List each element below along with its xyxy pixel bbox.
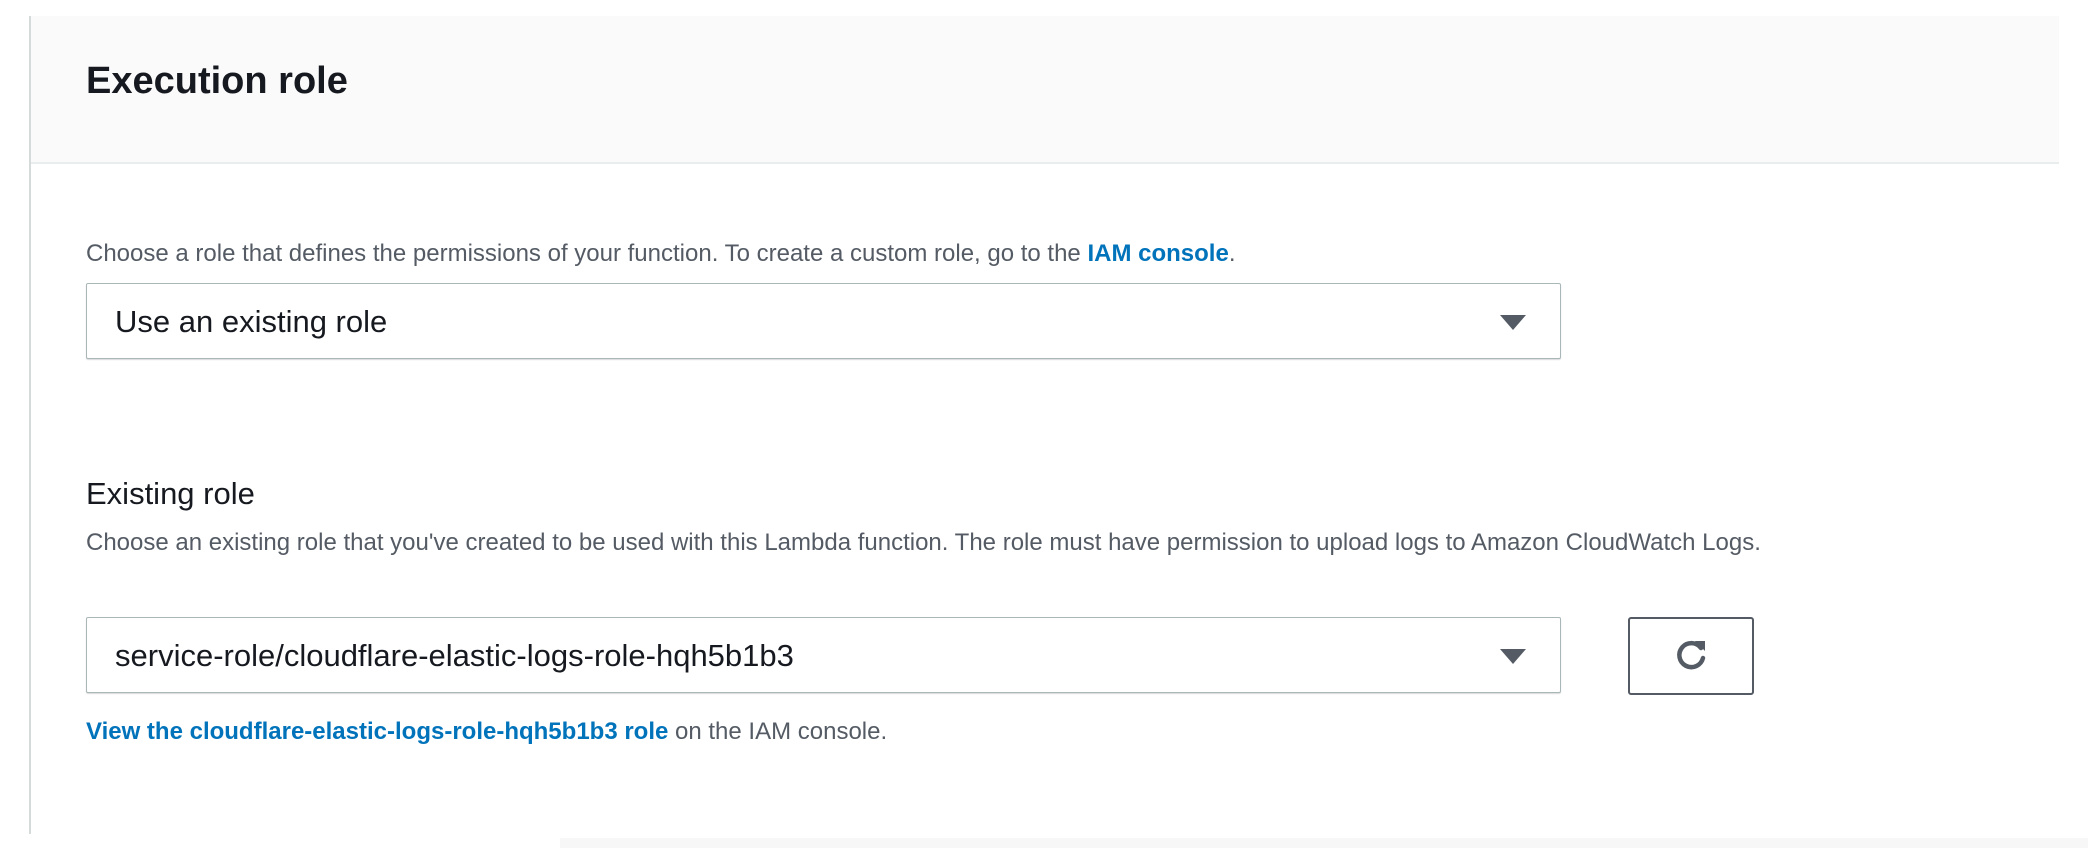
view-role-line: View the cloudflare-elastic-logs-role-hq… xyxy=(86,712,887,752)
iam-console-link[interactable]: IAM console xyxy=(1087,240,1229,267)
view-role-suffix: on the IAM console. xyxy=(668,718,888,745)
refresh-button[interactable] xyxy=(1628,617,1754,695)
role-choice-value: Use an existing role xyxy=(115,304,388,339)
existing-role-label: Existing role xyxy=(86,476,255,511)
caret-down-icon xyxy=(1500,649,1526,664)
description-text: Choose a role that defines the permissio… xyxy=(86,240,1088,267)
execution-role-panel: Execution role Choose a role that define… xyxy=(29,16,2059,834)
section-title: Execution role xyxy=(86,60,348,102)
existing-role-description: Choose an existing role that you've crea… xyxy=(86,529,1761,556)
role-choice-description: Choose a role that defines the permissio… xyxy=(86,234,1235,274)
panel-header: Execution role xyxy=(31,16,2059,164)
caret-down-icon xyxy=(1500,315,1526,330)
refresh-icon xyxy=(1677,640,1706,670)
description-suffix: . xyxy=(1228,240,1236,267)
role-choice-select[interactable]: Use an existing role xyxy=(86,283,1561,359)
view-role-link[interactable]: View the cloudflare-elastic-logs-role-hq… xyxy=(86,718,669,745)
bottom-strip xyxy=(560,838,2088,848)
existing-role-value: service-role/cloudflare-elastic-logs-rol… xyxy=(115,638,794,673)
existing-role-select[interactable]: service-role/cloudflare-elastic-logs-rol… xyxy=(86,617,1561,693)
